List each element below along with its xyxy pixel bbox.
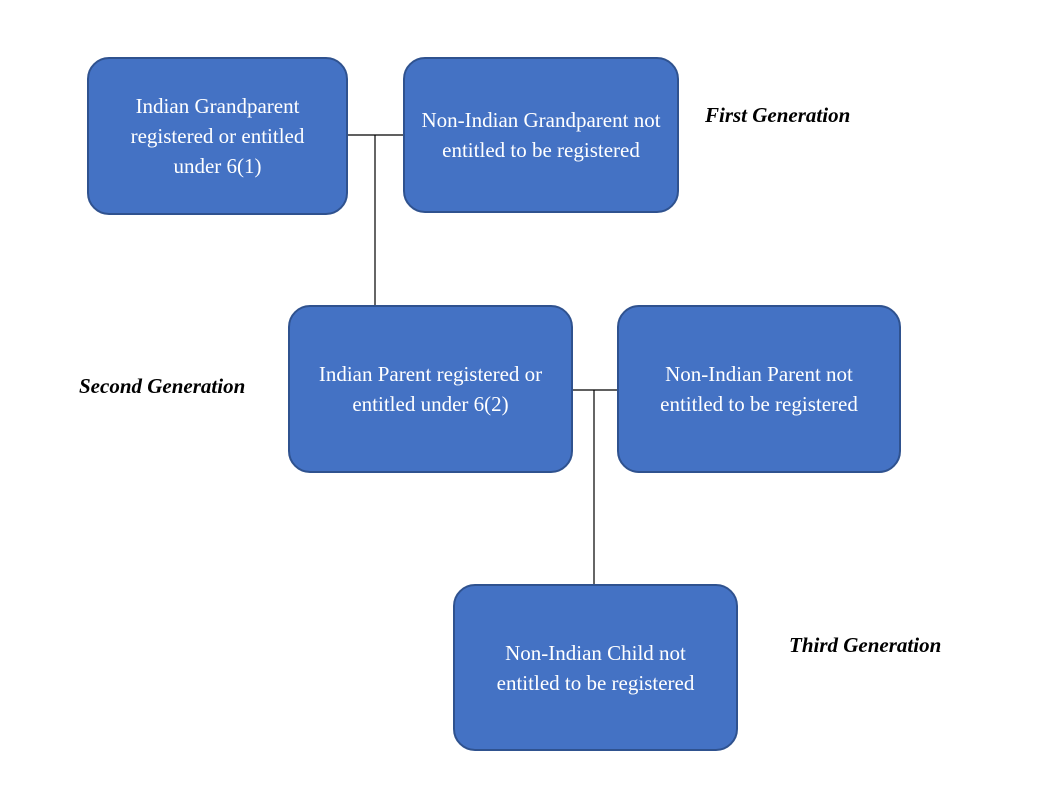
third-generation-label: Third Generation [789,633,942,657]
non-indian-grandparent-box: Non-Indian Grandparent not entitled to b… [403,57,679,213]
first-generation-label: First Generation [705,103,851,127]
non-indian-child-label: Non-Indian Child not entitled to be regi… [496,640,695,695]
indian-parent-label: Indian Parent registered or entitled und… [318,362,543,416]
indian-parent-box: Indian Parent registered or entitled und… [288,305,573,473]
non-indian-parent-label: Non-Indian Parent not entitled to be reg… [660,362,858,416]
second-generation-label: Second Generation [79,374,246,398]
non-indian-grandparent-label: Non-Indian Grandparent not entitled to b… [421,108,661,162]
non-indian-child-box: Non-Indian Child not entitled to be regi… [453,584,738,751]
indian-grandparent-label: Indian Grandparent registered or entitle… [130,94,305,178]
indian-grandparent-box: Indian Grandparent registered or entitle… [87,57,348,215]
non-indian-parent-box: Non-Indian Parent not entitled to be reg… [617,305,901,473]
